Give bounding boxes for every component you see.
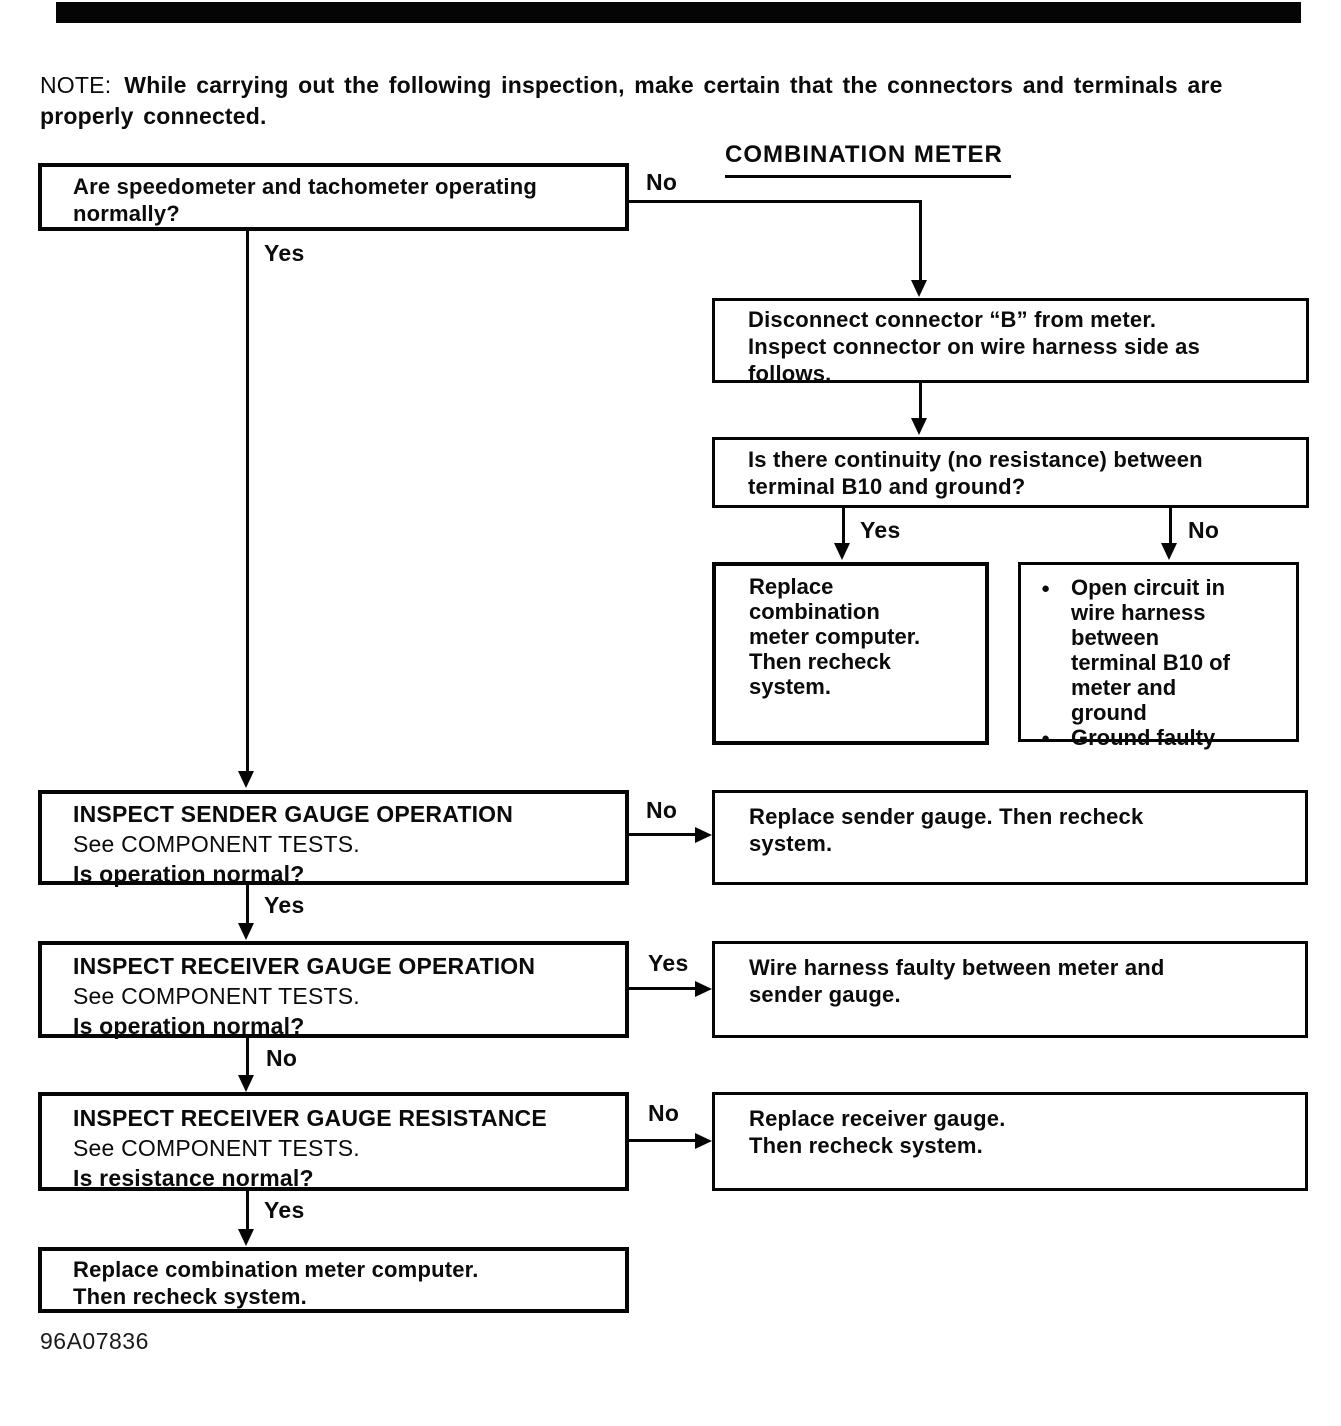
bullet-item: ● Ground faulty <box>1041 725 1290 751</box>
flow-box-wire-harness-text: Wire harness faulty between meter and se… <box>749 955 1165 1007</box>
flow-box-resistance-subtitle: See COMPONENT TESTS. <box>73 1135 360 1161</box>
flow-box-continuity: Is there continuity (no resistance) betw… <box>712 437 1309 508</box>
flow-box-final-text: Replace combination meter computer. Then… <box>73 1257 479 1309</box>
arrowhead-down-icon <box>834 543 850 560</box>
branch-label-continuity-no: No <box>1188 517 1220 543</box>
page-title: COMBINATION METER <box>725 141 1011 178</box>
flow-box-receiver-title: INSPECT RECEIVER GAUGE OPERATION <box>73 953 536 979</box>
figure-code: 96A07836 <box>40 1328 149 1354</box>
arrowhead-down-icon <box>1161 543 1177 560</box>
connector-line <box>246 231 249 775</box>
branch-label-sender-no: No <box>646 797 678 823</box>
connector-line <box>629 1139 697 1142</box>
note-label: NOTE: <box>40 72 112 98</box>
flow-box-receiver: INSPECT RECEIVER GAUGE OPERATION See COM… <box>38 941 629 1039</box>
arrowhead-down-icon <box>911 418 927 435</box>
branch-label-resistance-yes: Yes <box>264 1197 305 1223</box>
branch-label-receiver-yes: Yes <box>648 950 689 976</box>
connector-line <box>246 1038 249 1078</box>
arrowhead-right-icon <box>695 827 712 843</box>
flow-box-resistance: INSPECT RECEIVER GAUGE RESISTANCE See CO… <box>38 1092 629 1191</box>
bullet-icon: ● <box>1041 580 1051 597</box>
flow-box-receiver-question: Is operation normal? <box>73 1013 305 1039</box>
arrowhead-right-icon <box>695 981 712 997</box>
branch-label-resistance-no: No <box>648 1100 680 1126</box>
connector-line <box>629 200 922 203</box>
bullet-icon: ● <box>1041 730 1051 747</box>
bullet-item: ● Open circuit in wire harness between t… <box>1041 575 1290 725</box>
arrowhead-down-icon <box>238 923 254 940</box>
arrowhead-down-icon <box>238 1229 254 1246</box>
bullet-text-open-circuit: Open circuit in wire harness between ter… <box>1071 575 1230 725</box>
branch-label-start-no: No <box>646 169 678 195</box>
branch-label-sender-yes: Yes <box>264 892 305 918</box>
flow-box-sender-title: INSPECT SENDER GAUGE OPERATION <box>73 801 514 827</box>
connector-line <box>246 885 249 926</box>
flow-box-continuity-text: Is there continuity (no resistance) betw… <box>748 447 1203 499</box>
flow-box-disconnect-text: Disconnect connector “B” from meter. Ins… <box>748 307 1201 386</box>
flow-box-receiver-subtitle: See COMPONENT TESTS. <box>73 983 360 1009</box>
flow-box-start: Are speedometer and tachometer operating… <box>38 163 629 231</box>
connector-line <box>629 987 697 990</box>
arrowhead-down-icon <box>911 280 927 297</box>
connector-line <box>842 508 845 546</box>
flow-box-sender: INSPECT SENDER GAUGE OPERATION See COMPO… <box>38 790 629 887</box>
note-paragraph: NOTE:While carrying out the following in… <box>40 70 1332 132</box>
branch-label-receiver-no: No <box>266 1045 298 1071</box>
flow-box-disconnect: Disconnect connector “B” from meter. Ins… <box>712 298 1309 386</box>
flow-box-resistance-title: INSPECT RECEIVER GAUGE RESISTANCE <box>73 1105 547 1131</box>
scan-artifact-bar <box>56 2 1301 23</box>
connector-line <box>919 383 922 420</box>
connector-line <box>246 1191 249 1232</box>
arrowhead-right-icon <box>695 1133 712 1149</box>
connector-line <box>919 200 922 282</box>
flow-box-open-circuit: ● Open circuit in wire harness between t… <box>1018 562 1299 750</box>
flow-box-replace-receiver-text: Replace receiver gauge. Then recheck sys… <box>749 1106 1006 1158</box>
flow-box-start-text: Are speedometer and tachometer operating… <box>73 174 538 226</box>
flow-box-sender-question: Is operation normal? <box>73 861 305 887</box>
branch-label-continuity-yes: Yes <box>860 517 901 543</box>
flow-box-replace-meter-computer-text: Replace combination meter computer. Then… <box>749 574 921 699</box>
flow-box-replace-receiver: Replace receiver gauge. Then recheck sys… <box>712 1092 1308 1191</box>
branch-label-start-yes: Yes <box>264 240 305 266</box>
flow-box-resistance-question: Is resistance normal? <box>73 1165 314 1191</box>
connector-line <box>629 833 697 836</box>
flow-box-sender-subtitle: See COMPONENT TESTS. <box>73 831 360 857</box>
flow-box-replace-meter-computer: Replace combination meter computer. Then… <box>712 562 989 745</box>
flow-box-final: Replace combination meter computer. Then… <box>38 1247 629 1313</box>
flow-box-replace-sender: Replace sender gauge. Then recheck syste… <box>712 790 1308 885</box>
flow-box-wire-harness: Wire harness faulty between meter and se… <box>712 941 1308 1038</box>
arrowhead-down-icon <box>238 771 254 788</box>
note-text: While carrying out the following inspect… <box>40 72 1223 129</box>
flow-box-replace-sender-text: Replace sender gauge. Then recheck syste… <box>749 804 1144 856</box>
bullet-text-ground-faulty: Ground faulty <box>1071 725 1216 750</box>
arrowhead-down-icon <box>238 1075 254 1092</box>
connector-line <box>1169 508 1172 546</box>
